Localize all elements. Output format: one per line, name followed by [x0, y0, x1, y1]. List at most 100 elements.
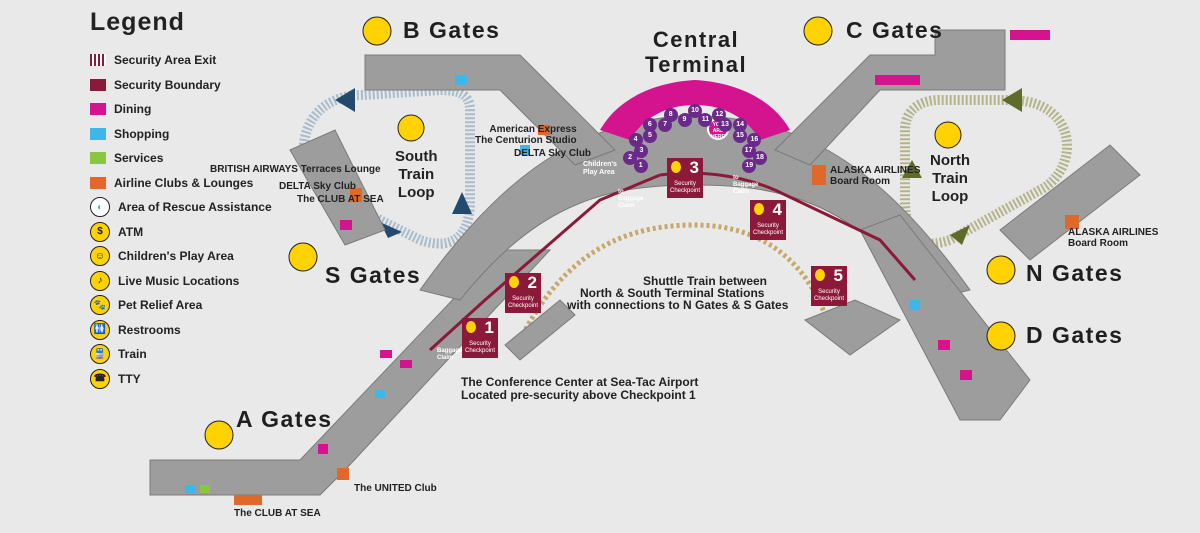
- dining-number-marker: 12: [712, 107, 727, 122]
- atm-icon: $: [90, 221, 110, 242]
- amenity-swatches: [185, 30, 1079, 505]
- dining-number-marker: 3: [634, 143, 649, 158]
- dining-number-marker: 11: [698, 112, 713, 127]
- dining-swatch: [380, 350, 392, 358]
- person-icon: [466, 321, 476, 333]
- legend-swatch: [90, 127, 106, 140]
- north-station-platform: [804, 299, 902, 356]
- train-loop-icon: [934, 121, 962, 149]
- clubs-swatch: [350, 188, 362, 202]
- train-icon: 🚆: [90, 344, 110, 364]
- legend-item-label: Security Area Exit: [114, 53, 217, 67]
- legend-item-label: Shopping: [114, 126, 170, 141]
- shuttle-label-2: North & South Terminal Stations: [580, 286, 765, 300]
- airplane-icon: [803, 16, 833, 46]
- south-train-loop-track: [298, 84, 475, 249]
- dining-number-marker: 4: [628, 133, 643, 148]
- shopping-swatch: [520, 145, 530, 155]
- pet-relief-icon: 🐾: [90, 295, 110, 315]
- legend-item: Shopping: [90, 124, 169, 144]
- person-icon: [671, 161, 681, 173]
- dining-swatch: [340, 220, 352, 230]
- clubs-swatch: [1065, 215, 1079, 229]
- train-loop-icon: [397, 114, 425, 142]
- n-concourse: [999, 144, 1141, 261]
- clubs-swatch: [538, 125, 550, 135]
- delta-s-lounge-label: DELTA Sky Club: [279, 181, 357, 192]
- conference-line-2: Located pre-security above Checkpoint 1: [461, 388, 696, 402]
- legend-item-label: Services: [114, 151, 164, 165]
- club-a-lounge-label: The CLUB AT SEA: [234, 508, 321, 519]
- shuttle-label-3-bold: N Gates & S Gates: [683, 298, 789, 312]
- legend-item-label: Airline Clubs & Lounges: [114, 175, 254, 190]
- checkpoint-number: 4: [772, 200, 782, 219]
- north-loop-arrow-1: [1002, 88, 1022, 112]
- c-gates-label: C Gates: [846, 17, 944, 43]
- checkpoint-number: 1: [484, 318, 494, 337]
- dining-number-marker: 2: [623, 151, 638, 166]
- legend-item: Dining: [90, 99, 151, 119]
- n-gates-label: N Gates: [1026, 260, 1124, 286]
- a-gates-label: A Gates: [236, 406, 333, 432]
- security-boundary-south: [428, 173, 661, 352]
- rescue-assistance-icon: ◐: [90, 197, 110, 217]
- legend-item-label: Live Music Locations: [118, 273, 240, 288]
- legend-item: ☺Children's Play Area: [90, 246, 234, 266]
- legend-swatch: [90, 78, 106, 91]
- central-terminal-label: Central Terminal: [645, 27, 748, 77]
- dining-number-marker: 9: [677, 112, 692, 127]
- dining-swatch: [318, 444, 328, 454]
- south-station-platform: [504, 299, 576, 361]
- north-loop-arrow-3: [902, 160, 922, 178]
- restroom-icon: 🚻: [90, 319, 110, 340]
- south-loop-arrow-2: [452, 192, 472, 214]
- south-loop-arrow-3: [380, 222, 402, 238]
- dining-number-marker: 7: [658, 118, 673, 133]
- shuttle-label-3: with connections to N Gates & S Gates: [567, 299, 788, 312]
- south-loop-arrow-1: [335, 88, 355, 112]
- checkpoint-caption: Security Checkpoint: [752, 223, 784, 236]
- alaska-n-lounge-label: ALASKA AIRLINES Board Room: [1068, 227, 1159, 249]
- dining-swatch: [1010, 30, 1050, 40]
- checkpoint-caption: Security Checkpoint: [813, 289, 845, 302]
- baggage-claim-label-1: Baggage Claim: [437, 348, 463, 361]
- music-icon: ♪: [90, 270, 110, 291]
- c-concourse: [774, 29, 1006, 166]
- dining-number-marker: 16: [747, 133, 762, 148]
- legend-item: ♪ Live Music Locations: [90, 270, 240, 291]
- checkpoint-caption: Security Checkpoint: [669, 181, 701, 194]
- b-concourse: [364, 54, 616, 166]
- legend-item-label: Restrooms: [118, 322, 181, 337]
- alaska-c-lounge-label: ALASKA AIRLINES Board Room: [830, 165, 921, 187]
- shopping-swatch: [910, 300, 920, 310]
- security-boundary-north: [774, 188, 917, 281]
- dining-swatch: [938, 340, 950, 350]
- clubs-swatch: [337, 468, 349, 480]
- security-exit-swatch: [90, 54, 106, 66]
- legend-item-label: TTY: [118, 371, 141, 386]
- play-area-icon: ☺: [90, 246, 110, 266]
- baggage-claim-label-3: to Baggage Claim: [733, 175, 759, 195]
- clubs-swatch: [812, 165, 826, 185]
- s-gates-label: S Gates: [325, 262, 422, 288]
- airplane-icon: [204, 420, 234, 450]
- airplane-icon: [362, 16, 392, 46]
- d-gates-label: D Gates: [1026, 322, 1124, 348]
- north-loop-arrow-2: [950, 225, 970, 245]
- legend-item-label: ATM: [118, 224, 144, 239]
- dining-number-marker: 15: [733, 129, 748, 144]
- legend-item: Security Boundary: [90, 75, 221, 95]
- dining-swatch: [875, 75, 920, 85]
- legend-item: ◐Area of Rescue Assistance: [90, 197, 272, 217]
- legend-item: 🚆Train: [90, 344, 147, 364]
- clubs-swatch: [234, 495, 262, 505]
- legend-item: $ ATM: [90, 221, 144, 242]
- checkpoint-caption: Security Checkpoint: [507, 296, 539, 309]
- legend-item: Security Area Exit: [90, 50, 216, 70]
- shopping-swatch: [375, 390, 385, 398]
- airplane-icon: [288, 242, 318, 272]
